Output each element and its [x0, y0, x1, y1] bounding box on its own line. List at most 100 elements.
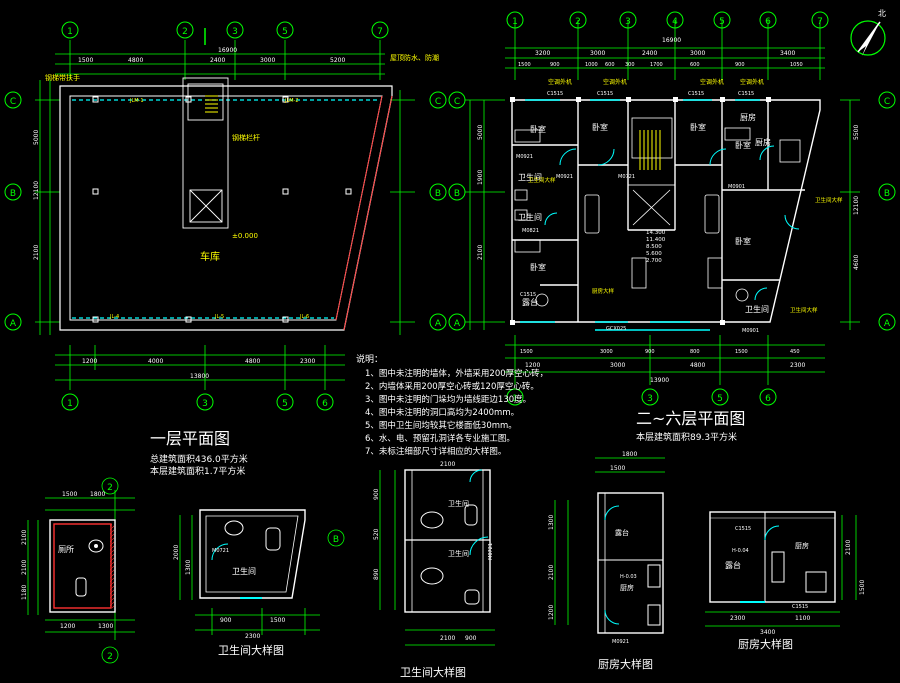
axis-label: B — [884, 189, 890, 199]
plan1-beam-tag: JL-4 — [109, 314, 119, 320]
axis-label: 6 — [765, 394, 771, 404]
dim-text: 16900 — [218, 47, 237, 54]
dim-text: 16900 — [662, 37, 681, 44]
dim-text: 300 — [625, 62, 635, 68]
dim-text: 1050 — [790, 62, 803, 68]
opening-tag: C1515 — [520, 292, 536, 298]
opening-tag: C1515 — [547, 91, 563, 97]
dim-text: 4600 — [853, 255, 860, 270]
dim-text: 12100 — [853, 196, 860, 215]
opening-tag: C1515 — [597, 91, 613, 97]
dim-text: 600 — [690, 62, 700, 68]
axis-label: A — [884, 319, 891, 329]
axis-label: 1 — [67, 399, 73, 409]
dim-text: 1200 — [60, 623, 75, 630]
dim-text: 1700 — [650, 62, 663, 68]
ac-label: 空调外机 — [603, 78, 627, 86]
axis-label: 2 — [107, 483, 113, 493]
detail-toilet-small — [27, 477, 135, 664]
dim-text: 2400 — [210, 57, 225, 64]
north-arrow-icon — [850, 20, 886, 56]
detail-room-label: 卫生间 — [448, 499, 469, 508]
dim-text: 1500 — [518, 62, 531, 68]
axis-label: B — [454, 189, 460, 199]
dim-text: 3000 — [260, 57, 275, 64]
dim-text: 1180 — [21, 585, 28, 600]
dim-text: 900 — [373, 488, 380, 500]
notes-item: 2、内墙体采用200厚空心砖或120厚空心砖。 — [365, 381, 539, 392]
axis-label: A — [454, 319, 461, 329]
detail-ref: 厨房大样 — [592, 287, 615, 295]
dim-text: 1500 — [859, 580, 866, 595]
detail-kitchen-b — [705, 511, 857, 627]
dim-text: 2300 — [790, 362, 805, 369]
dim-text: 1000 — [585, 62, 598, 68]
dim-text: 5200 — [330, 57, 345, 64]
dim-text: 1500 — [270, 617, 285, 624]
dim-text: 520 — [373, 528, 380, 540]
axis-label: 2 — [107, 652, 113, 662]
dim-text: 2100 — [845, 540, 852, 555]
detail-ref: 卫生间大样 — [528, 176, 556, 184]
dim-text: 890 — [373, 568, 380, 580]
dim-text: 900 — [550, 62, 560, 68]
dim-text: 2100 — [548, 565, 555, 580]
dim-text: 2100 — [477, 245, 484, 260]
plan1-area-floor: 本层建筑面积1.7平方米 — [150, 465, 245, 477]
opening-tag: M0901 — [742, 328, 759, 334]
north-label: 北 — [878, 9, 886, 18]
dim-text: 13800 — [190, 373, 209, 380]
opening-tag: M0921 — [516, 154, 533, 160]
dim-text: 1200 — [82, 358, 97, 365]
dim-text: 1800 — [90, 491, 105, 498]
detail-room-label: 厕所 — [58, 544, 74, 554]
plan1-note-stair: 钢梯带扶手 — [45, 73, 80, 82]
room-label: 卧室 — [735, 236, 751, 246]
detail-title: 卫生间大样图 — [218, 643, 284, 657]
dim-text: 2100 — [440, 461, 455, 468]
dim-text: 2300 — [730, 615, 745, 622]
dim-text: 5500 — [853, 125, 860, 140]
room-label: 厨房 — [740, 112, 756, 122]
axis-label: A — [10, 319, 17, 329]
axis-label: 7 — [377, 27, 383, 37]
plan1-beam-tag: JL-5 — [214, 314, 224, 320]
detail-room-label: 卫生间 — [232, 566, 256, 576]
axis-label: 3 — [232, 27, 238, 37]
room-label: 卫生间 — [518, 212, 542, 222]
plan1-room-label: 车库 — [200, 250, 220, 263]
dim-text: 1500 — [735, 349, 748, 355]
dim-text: 600 — [605, 62, 615, 68]
opening-tag: M0921 — [556, 174, 573, 180]
dim-text: 4800 — [690, 362, 705, 369]
dim-text: 450 — [790, 349, 800, 355]
dim-text: 2300 — [245, 633, 260, 640]
dim-text: 3000 — [600, 349, 613, 355]
dim-text: 4800 — [128, 57, 143, 64]
opening-tag: M0721 — [212, 548, 229, 554]
ac-label: 空调外机 — [548, 78, 572, 86]
detail-title: 厨房大样图 — [598, 657, 653, 671]
elevation-mark: 2.700 — [646, 258, 662, 264]
dim-text: 3000 — [610, 362, 625, 369]
opening-tag: C1515 — [688, 91, 704, 97]
dim-text: 1300 — [98, 623, 113, 630]
opening-tag: M0921 — [612, 639, 629, 645]
dim-text: 3200 — [535, 50, 550, 57]
dim-text: 3000 — [690, 50, 705, 57]
detail-ref: 卫生间大样 — [790, 306, 818, 314]
opening-tag: M0721 — [618, 174, 635, 180]
notes-item: 3、图中未注明的门垛均为墙线距边130度。 — [365, 394, 531, 405]
detail-kitchen-a — [554, 457, 665, 634]
elevation-mark: 11.400 — [646, 237, 666, 243]
dim-text: 2300 — [300, 358, 315, 365]
dim-text: 2100 — [33, 245, 40, 260]
notes-item: 1、图中未注明的墙体，外墙采用200厚空心砖， — [365, 368, 548, 379]
plan1-note-roof: 屋顶防水、防潮 — [390, 53, 439, 62]
dim-text: 1200 — [548, 605, 555, 620]
plan1-elevation: ±0.000 — [232, 232, 258, 240]
detail-title: 厨房大样图 — [738, 637, 793, 651]
axis-label: C — [884, 97, 890, 107]
dim-text: 1200 — [525, 362, 540, 369]
